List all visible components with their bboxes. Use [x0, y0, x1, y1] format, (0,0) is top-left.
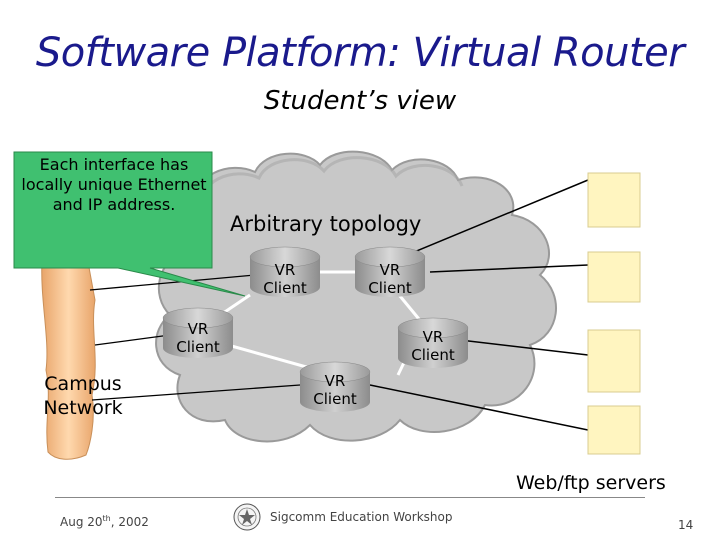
- callout-bubble: [13, 151, 246, 297]
- callout-text: Each interface has locally unique Ethern…: [21, 155, 207, 214]
- vr-client-label-1: VR Client: [250, 261, 320, 297]
- footer-date: Aug 20th, 2002: [60, 514, 149, 529]
- server-3: [587, 329, 641, 393]
- vr-client-label-line1: VR: [379, 261, 401, 279]
- network-cloud: [155, 150, 557, 443]
- vr-client-label-5: VR Client: [300, 372, 370, 408]
- vr-client-label-4: VR Client: [398, 328, 468, 364]
- vr-client-cylinder-5: [299, 361, 371, 412]
- vr-client-label-line1: VR: [187, 320, 209, 338]
- servers-label: Web/ftp servers: [516, 472, 666, 494]
- vr-client-cylinder-4: [397, 317, 469, 368]
- vr-client-label-2: VR Client: [355, 261, 425, 297]
- slide-subtitle: Student’s view: [263, 86, 457, 116]
- footer-date-main: Aug 20: [60, 515, 103, 529]
- campus-links: [89, 274, 301, 401]
- server-stacks: [587, 172, 641, 455]
- vr-client-label-line1: VR: [274, 261, 296, 279]
- vr-client-label-line2: Client: [263, 279, 307, 297]
- footer-divider: [55, 497, 645, 498]
- footer-date-suffix: th: [102, 514, 111, 523]
- footer-date-year: , 2002: [110, 515, 149, 529]
- university-seal-icon: [233, 503, 261, 531]
- page-number: 14: [678, 518, 694, 532]
- vr-client-label-line1: VR: [422, 328, 444, 346]
- campus-label-line2: Network: [43, 397, 123, 419]
- vr-client-label-line2: Client: [313, 390, 357, 408]
- slide-title: Software Platform: Virtual Router: [35, 30, 685, 76]
- vr-client-label-line2: Client: [411, 346, 455, 364]
- footer-workshop: Sigcomm Education Workshop: [270, 510, 453, 524]
- campus-label-line1: Campus: [44, 373, 122, 395]
- vr-client-label-line2: Client: [368, 279, 412, 297]
- server-4: [587, 405, 641, 455]
- vr-client-cylinder-3: [162, 307, 234, 358]
- server-2: [587, 251, 641, 303]
- vr-client-cylinder-1: [249, 246, 321, 297]
- vr-client-cylinder-2: [354, 246, 426, 297]
- vr-client-label-line2: Client: [176, 338, 220, 356]
- server-links: [369, 179, 589, 431]
- server-1: [587, 172, 641, 228]
- campus-network-shape: [41, 252, 96, 460]
- cloud-label: Arbitrary topology: [230, 212, 422, 236]
- vr-client-label-line1: VR: [324, 372, 346, 390]
- campus-network-label: Campus Network: [28, 372, 138, 420]
- vr-client-label-3: VR Client: [163, 320, 233, 356]
